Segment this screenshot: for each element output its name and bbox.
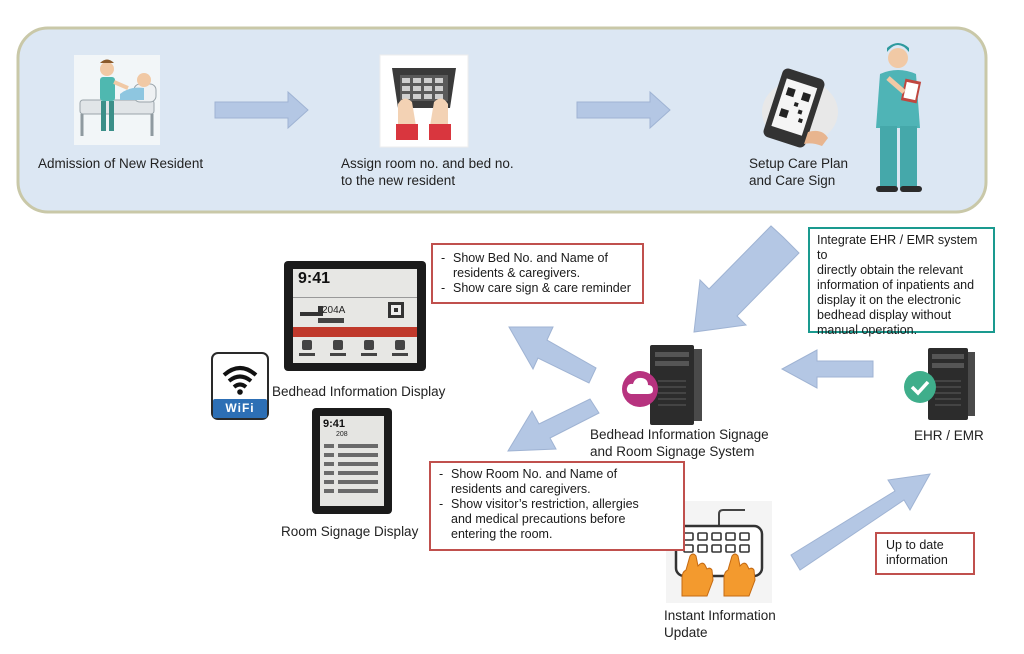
- flow-arrow-2: [576, 90, 671, 130]
- uptodate-note-text: Up to date information: [886, 538, 948, 567]
- bedhead-note-item: Show Bed No. and Name of residents & car…: [441, 251, 634, 281]
- nurse-illustration: [876, 43, 922, 192]
- uptodate-note: Up to date information: [875, 532, 975, 575]
- bedhead-display-label: Bedhead Information Display: [272, 384, 446, 399]
- system-label: Bedhead Information Signage and Room Sig…: [590, 427, 769, 459]
- ehr-integration-note: Integrate EHR / EMR system to directly o…: [808, 227, 995, 337]
- bedhead-note: Show Bed No. and Name of residents & car…: [431, 243, 644, 304]
- arrow-ehr-to-system: [780, 349, 874, 389]
- flow-arrow-1: [214, 90, 309, 130]
- wifi-badge: [211, 352, 269, 420]
- admission-illustration: [74, 55, 160, 145]
- setup-label: Setup Care Plan and Care Sign: [749, 156, 849, 188]
- bedhead-note-item: Show care sign & care reminder: [441, 281, 634, 296]
- bedhead-screen-room: 204A: [322, 305, 346, 316]
- arrow-update-to-ehr: [790, 473, 931, 571]
- assign-label: Assign room no. and bed no. to the new r…: [341, 156, 514, 188]
- arrow-setup-to-system: [693, 225, 800, 333]
- system-server: [622, 345, 702, 425]
- bedhead-screen-time: 9:41: [298, 270, 331, 287]
- bedhead-device: [284, 261, 426, 371]
- wifi-label: WiFi: [225, 401, 255, 415]
- update-label: Instant Information Update: [664, 608, 776, 640]
- workflow-panel: [16, 26, 988, 214]
- keyboard-illustration: [666, 501, 772, 603]
- ehr-label: EHR / EMR: [914, 428, 984, 443]
- room-note: Show Room No. and Name of residents and …: [429, 461, 685, 551]
- admission-label: Admission of New Resident: [38, 156, 204, 171]
- room-signage-label: Room Signage Display: [281, 524, 419, 539]
- arrow-system-to-bedhead: [508, 326, 597, 384]
- ehr-server: [904, 348, 975, 420]
- phone-qr-illustration: [762, 68, 838, 148]
- room-screen-time: 9:41: [323, 418, 346, 430]
- room-screen-room: 208: [336, 431, 348, 438]
- room-note-item: Show visitor’s restriction, allergies an…: [439, 497, 675, 542]
- room-note-item: Show Room No. and Name of residents and …: [439, 467, 675, 497]
- arrow-system-to-room: [507, 398, 600, 452]
- room-signage-device: [312, 408, 392, 514]
- laptop-typing-illustration: [379, 54, 469, 148]
- ehr-note-text: Integrate EHR / EMR system to directly o…: [817, 233, 978, 337]
